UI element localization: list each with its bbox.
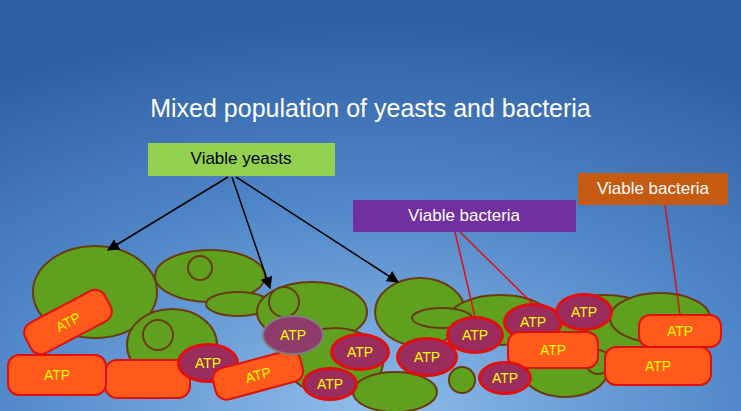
atp-label: ATP <box>667 323 693 339</box>
leader-arrow <box>108 177 228 250</box>
pointer-line <box>460 232 533 304</box>
atp-label: ATP <box>280 327 306 343</box>
yeast-bud <box>449 367 475 393</box>
atp-label: ATP <box>195 355 221 371</box>
yeast-bud <box>188 256 212 280</box>
atp-label: ATP <box>571 304 597 320</box>
bacterium-rod: ATP <box>7 354 107 396</box>
bacterium-coccus: ATP <box>330 333 390 371</box>
bacterium-coccus: ATP <box>262 315 324 355</box>
bacterium-coccus: ATP <box>555 293 613 331</box>
bacterium-coccus: ATP <box>478 361 532 395</box>
label-box: Viable bacteria <box>353 200 576 232</box>
yeast-leader-lines <box>108 177 398 288</box>
box-label: Viable bacteria <box>597 179 709 199</box>
yeast-cells <box>33 246 710 411</box>
bacterium-coccus: ATP <box>302 367 358 401</box>
leader-arrow <box>232 177 270 288</box>
bacterium-coccus: ATP <box>446 316 504 354</box>
box-label: Viable yeasts <box>191 149 292 169</box>
atp-label: ATP <box>520 314 546 330</box>
bacterium-rod: ATP <box>22 304 114 340</box>
bacterium-rod: ATP <box>604 346 712 386</box>
bacterium-rod: ATP <box>212 358 304 392</box>
yeast-bud <box>269 287 299 317</box>
yeast-bud <box>143 320 173 350</box>
atp-label: ATP <box>414 349 440 365</box>
atp-label: ATP <box>317 376 343 392</box>
bacterium-rod: ATP <box>638 314 722 348</box>
yeast-cell <box>353 372 437 411</box>
atp-label: ATP <box>540 342 566 358</box>
title: Mixed population of yeasts and bacteria <box>0 94 741 123</box>
atp-label: ATP <box>492 370 518 386</box>
pointer-line <box>665 205 680 315</box>
label-box: Viable bacteria <box>578 173 728 205</box>
atp-label: ATP <box>347 344 373 360</box>
atp-label: ATP <box>462 327 488 343</box>
label-box: Viable yeasts <box>148 143 335 176</box>
atp-label: ATP <box>44 367 70 383</box>
atp-label: ATP <box>645 358 671 374</box>
box-label: Viable bacteria <box>408 206 520 226</box>
